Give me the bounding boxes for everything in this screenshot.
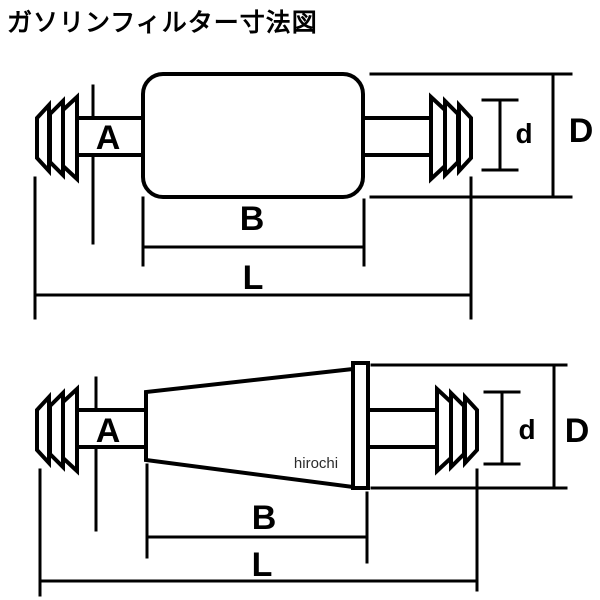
barb-ring — [61, 384, 79, 476]
barb-ring — [48, 388, 65, 472]
top-label-l: L — [243, 259, 264, 297]
barb-ring — [48, 96, 65, 180]
bottom-left-barb-fitting — [35, 384, 79, 476]
bottom-filter-diagram: hirochi A B L d D — [35, 361, 590, 597]
bottom-left-tube — [75, 408, 148, 449]
bottom-dim-d-small-lines — [483, 390, 521, 466]
top-right-tube — [361, 116, 433, 157]
bottom-dim-l-lines — [38, 468, 479, 597]
top-label-b: B — [240, 200, 265, 238]
bottom-label-d-small: d — [518, 414, 535, 445]
top-left-barb-fitting — [35, 92, 79, 184]
page-title: ガソリンフィルター寸法図 — [7, 9, 318, 37]
bottom-dim-d-large-lines — [370, 363, 568, 490]
barb-ring — [61, 92, 79, 184]
bottom-filter-flange — [351, 361, 370, 490]
top-label-d-large: D — [569, 112, 594, 150]
top-left-tube — [75, 116, 145, 157]
top-dim-b-lines — [141, 196, 366, 267]
bottom-right-barb-fitting — [435, 384, 479, 476]
bottom-label-l: L — [252, 546, 273, 584]
watermark-text: hirochi — [294, 455, 338, 472]
top-right-barb-fitting — [429, 92, 473, 184]
barb-ring — [35, 99, 51, 177]
barb-ring — [463, 391, 479, 469]
barb-ring — [435, 384, 453, 476]
barb-ring — [443, 96, 460, 180]
top-label-a: A — [96, 119, 121, 157]
top-filter-diagram: A B L d D — [33, 72, 594, 320]
top-dim-l-lines — [33, 176, 473, 320]
bottom-right-tube — [366, 408, 439, 449]
barb-ring — [35, 391, 51, 469]
top-filter-body — [141, 72, 365, 199]
barb-ring — [429, 92, 447, 184]
top-label-d-small: d — [515, 118, 532, 149]
barb-ring — [457, 99, 473, 177]
bottom-label-a: A — [96, 412, 121, 450]
bottom-label-d-large: D — [565, 412, 590, 450]
top-dim-d-small-lines — [481, 98, 519, 172]
bottom-dim-b-lines — [145, 463, 369, 564]
bottom-label-b: B — [252, 499, 277, 537]
